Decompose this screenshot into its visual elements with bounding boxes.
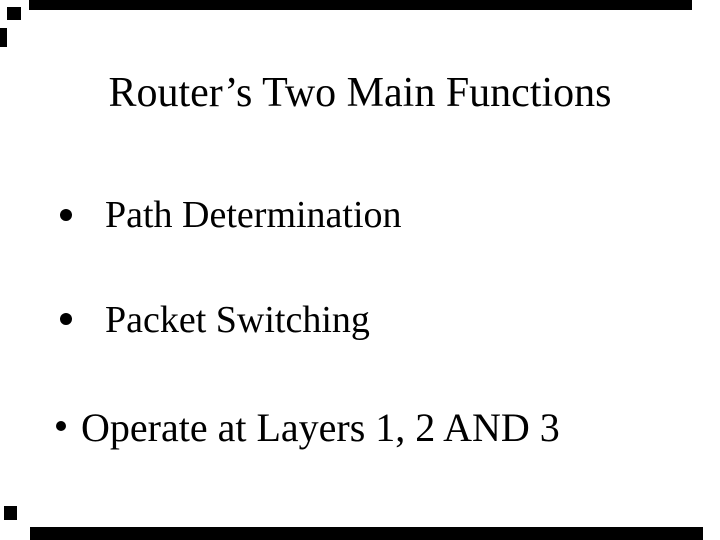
scan-artifact-left-edge-mark (0, 28, 7, 47)
bullet-icon (60, 313, 72, 325)
slide-title: Router’s Two Main Functions (108, 70, 612, 116)
scan-artifact-bottom-bar (30, 527, 703, 540)
scan-artifact-top-left-square (7, 7, 21, 20)
scan-artifact-top-bar (29, 0, 692, 10)
bullet-icon (56, 421, 66, 431)
bullet-icon (60, 209, 72, 221)
bullet-label-packet-switching: Packet Switching (105, 299, 370, 341)
scan-artifact-bottom-left-square (4, 506, 17, 520)
bullet-label-path-determination: Path Determination (105, 194, 402, 236)
bullet-label-operate-layers: Operate at Layers 1, 2 AND 3 (81, 405, 560, 450)
